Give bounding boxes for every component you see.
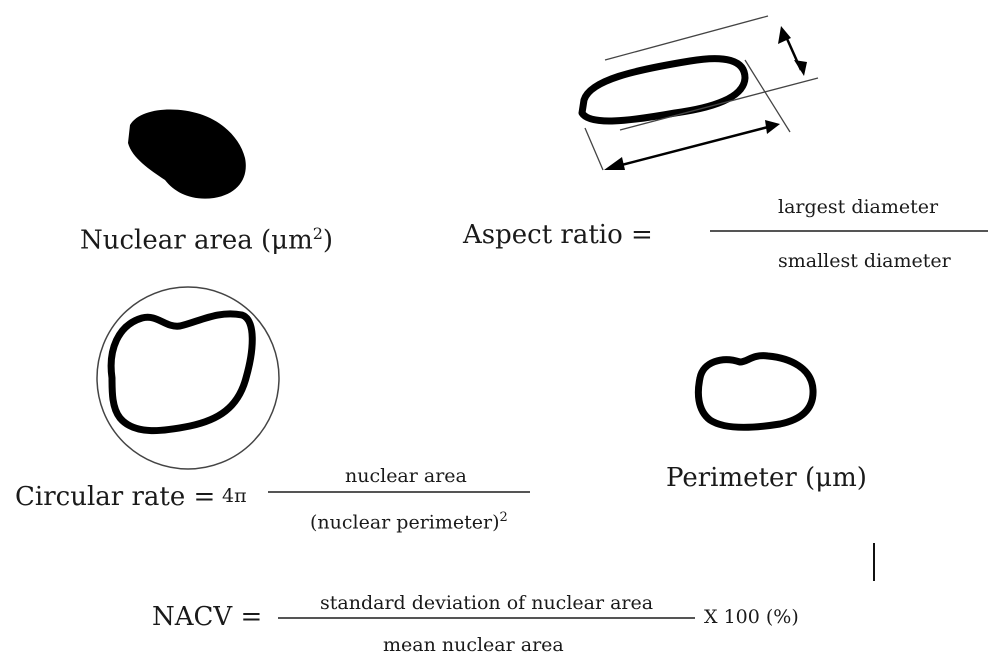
perimeter-nucleus-outline <box>694 352 817 431</box>
aspect-ratio-fraction-line <box>710 230 988 232</box>
circular-rate-denominator-text: (nuclear perimeter) <box>310 511 500 534</box>
perimeter-label: Perimeter (μm) <box>666 463 867 493</box>
circular-rate-denominator: (nuclear perimeter)2 <box>310 510 508 533</box>
aspect-ratio-numerator: largest diameter <box>778 196 939 218</box>
circular-nucleus-outline <box>107 310 256 435</box>
nacv-denominator: mean nuclear area <box>383 634 564 656</box>
aspect-ratio-diagram <box>578 15 819 171</box>
nacv-fraction-line <box>278 617 695 619</box>
nacv-numerator: standard deviation of nuclear area <box>320 592 654 614</box>
aspect-ratio-denominator: smallest diameter <box>778 250 951 272</box>
nuclear-area-superscript: 2 <box>312 224 323 243</box>
nacv-label: NACV = <box>152 602 263 632</box>
circular-rate-diagram <box>96 286 280 470</box>
circular-rate-fraction-line <box>268 491 530 493</box>
nuclear-area-label: Nuclear area (μm2) <box>80 224 333 256</box>
nuclear-area-close-paren: ) <box>322 225 334 256</box>
aspect-ratio-label: Aspect ratio = <box>463 220 653 250</box>
vertical-bar-mark <box>873 543 875 581</box>
solid-nucleus-shape <box>128 109 246 199</box>
elongated-nucleus-outline <box>578 55 749 125</box>
circular-rate-coefficient: 4π <box>222 485 247 507</box>
circular-rate-numerator: nuclear area <box>345 465 467 487</box>
bounding-circle <box>96 286 280 470</box>
circular-rate-label: Circular rate = <box>15 482 216 512</box>
nacv-suffix: X 100 (%) <box>704 606 799 628</box>
circular-rate-denominator-superscript: 2 <box>499 510 508 525</box>
nuclear-area-text: Nuclear area (μm <box>80 225 313 256</box>
